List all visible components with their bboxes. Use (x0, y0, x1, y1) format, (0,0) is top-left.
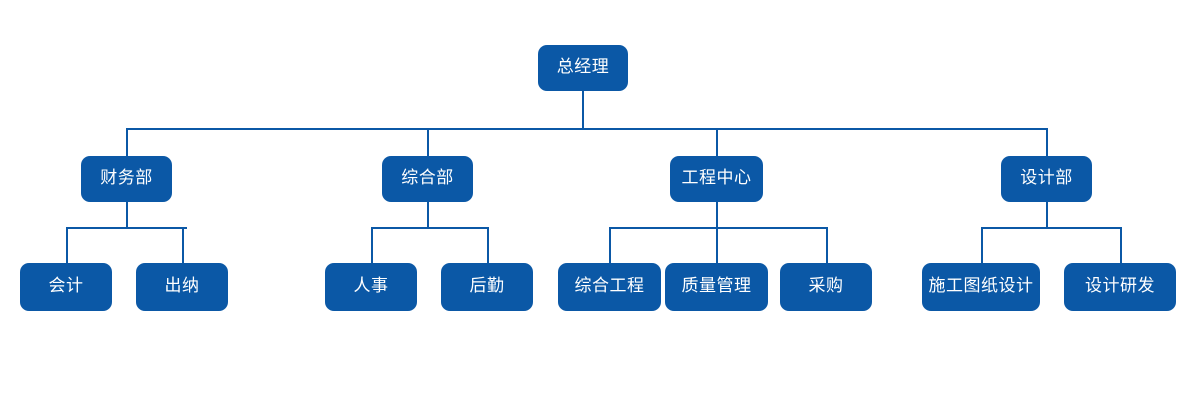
group-horizontal-connector-design (981, 227, 1120, 229)
org-node-label: 质量管理 (681, 276, 752, 296)
org-node-label: 设计部 (1020, 168, 1073, 188)
group-stem-connector-design (1046, 202, 1048, 227)
org-node-label: 采购 (808, 276, 844, 296)
org-node-label: 出纳 (164, 276, 200, 296)
group-drop-connector-general-affairs-0 (371, 227, 373, 263)
org-node-label: 会计 (48, 276, 84, 296)
org-node-human-resources[interactable]: 人事 (325, 263, 417, 311)
level1-drop-connector-2 (716, 128, 718, 156)
group-drop-connector-finance-0 (66, 227, 68, 263)
level1-drop-connector-0 (126, 128, 128, 156)
level1-drop-connector-3 (1046, 128, 1048, 156)
org-node-label: 财务部 (100, 168, 153, 188)
group-drop-connector-design-1 (1120, 227, 1122, 263)
group-drop-connector-general-affairs-1 (487, 227, 489, 263)
org-node-cashier[interactable]: 出纳 (136, 263, 228, 311)
org-node-label: 综合部 (401, 168, 454, 188)
org-node-comprehensive-engineering[interactable]: 综合工程 (558, 263, 661, 311)
group-drop-connector-design-0 (981, 227, 983, 263)
group-horizontal-connector-finance (66, 227, 187, 229)
group-stem-connector-engineering-center (716, 202, 718, 227)
group-drop-connector-finance-1 (182, 227, 184, 263)
group-drop-connector-engineering-center-0 (609, 227, 611, 263)
org-node-label: 工程中心 (681, 168, 752, 188)
org-node-quality-management[interactable]: 质量管理 (665, 263, 768, 311)
group-drop-connector-engineering-center-1 (716, 227, 718, 263)
org-node-general-manager[interactable]: 总经理 (538, 45, 628, 91)
org-node-procurement[interactable]: 采购 (780, 263, 872, 311)
level1-horizontal-connector (126, 128, 1046, 130)
org-node-accounting[interactable]: 会计 (20, 263, 112, 311)
org-node-engineering-center[interactable]: 工程中心 (670, 156, 763, 202)
org-node-label: 后勤 (469, 276, 505, 296)
org-node-label: 施工图纸设计 (928, 276, 1034, 296)
org-node-construction-drawing-design[interactable]: 施工图纸设计 (922, 263, 1040, 311)
group-stem-connector-finance (126, 202, 128, 227)
org-node-label: 人事 (353, 276, 389, 296)
org-node-logistics[interactable]: 后勤 (441, 263, 533, 311)
org-node-label: 总经理 (556, 57, 610, 77)
root-stem-connector (582, 91, 584, 128)
group-horizontal-connector-general-affairs (371, 227, 487, 229)
org-node-label: 综合工程 (574, 276, 645, 296)
group-drop-connector-engineering-center-2 (826, 227, 828, 263)
org-node-design-research-development[interactable]: 设计研发 (1064, 263, 1176, 311)
level1-drop-connector-1 (427, 128, 429, 156)
org-node-general-affairs[interactable]: 综合部 (382, 156, 473, 202)
org-node-finance[interactable]: 财务部 (81, 156, 172, 202)
group-stem-connector-general-affairs (427, 202, 429, 227)
org-node-design[interactable]: 设计部 (1001, 156, 1092, 202)
org-node-label: 设计研发 (1085, 276, 1155, 296)
